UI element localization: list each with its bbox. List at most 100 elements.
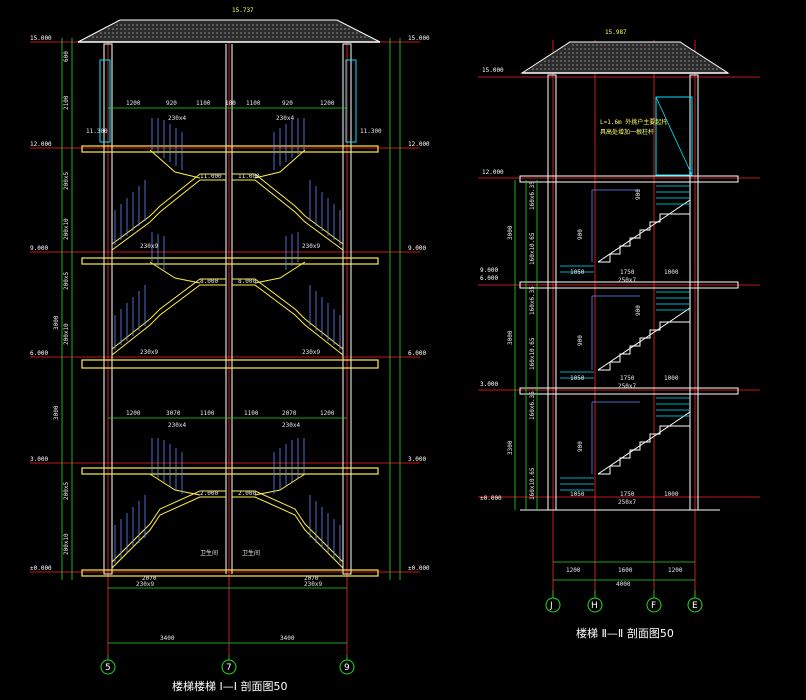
left-vertical-dim: 200x5 <box>63 482 70 500</box>
left-right-elev-3: 3.000 <box>408 456 426 463</box>
left-upper-dim: 1100 <box>196 100 211 107</box>
right-vertical-dim: 3300 <box>507 440 514 455</box>
left-elev-12: 12.000 <box>30 141 52 148</box>
stair-tread-label: 230x9 <box>140 349 158 356</box>
rail-height: 900 <box>577 229 584 240</box>
landing-elevation: 11.300 <box>360 128 382 135</box>
left-dimension-lines <box>61 38 401 660</box>
left-right-elev-15: 15.000 <box>408 35 430 42</box>
left-vertical-dim: 200x10 <box>63 323 70 345</box>
stair-tread-label: 230x9 <box>304 581 322 588</box>
right-flight-label: 250x7 <box>618 383 636 390</box>
left-bottom-dim: 2070 <box>304 575 319 582</box>
room-label: 卫生间 <box>200 549 218 557</box>
right-flight-label: 250x7 <box>618 499 636 506</box>
left-section-drawing <box>30 19 420 675</box>
right-bottom-dim: 1200 <box>566 567 581 574</box>
right-note-1: L=1.6m 外挑户主要起托 <box>600 118 667 126</box>
left-upper-dim: 920 <box>282 100 293 107</box>
landing-elevation: 2.000 <box>238 490 256 497</box>
left-elev-15: 15.000 <box>30 35 52 42</box>
stair-tread-label: 230x4 <box>168 422 186 429</box>
left-mid-dim: 2070 <box>282 410 297 417</box>
rail-height: 900 <box>635 305 642 316</box>
right-flight-label: 1050 <box>570 375 585 382</box>
left-upper-dim: 1100 <box>246 100 261 107</box>
stair-tread-label: 230x9 <box>140 243 158 250</box>
right-flight-label: 1750 <box>620 375 635 382</box>
right-flight-label: 1000 <box>664 269 679 276</box>
landing-elevation: 11.300 <box>86 128 108 135</box>
right-flight-label: 1750 <box>620 269 635 276</box>
left-level-lines <box>30 41 420 573</box>
axis-label-f: F <box>651 601 656 611</box>
right-vertical-sub: 160x6.35 <box>529 181 536 210</box>
right-flight-label: 1750 <box>620 491 635 498</box>
left-section-title: 楼梯楼梯 Ⅰ—Ⅰ 剖面图50 <box>172 679 287 693</box>
left-bottom-dim: 2070 <box>142 575 157 582</box>
landing-elevation: 2.000 <box>200 490 218 497</box>
rail-height: 900 <box>577 335 584 346</box>
left-elev-9: 9.000 <box>30 245 48 252</box>
right-elev-0: ±0.000 <box>480 495 502 502</box>
landing-elevation: 11.000 <box>238 173 260 180</box>
axis-label-9: 9 <box>344 663 350 673</box>
left-roof <box>77 19 381 43</box>
stair-tread-label: 230x4 <box>168 115 186 122</box>
left-vertical-dim: 200x5 <box>63 272 70 290</box>
right-vertical-dim: 3000 <box>507 225 514 240</box>
right-elev-6: 6.000 <box>480 275 498 282</box>
right-section-title: 楼梯 Ⅱ—Ⅱ 剖面图50 <box>576 626 674 640</box>
left-vertical-dim: 200x10 <box>63 218 70 240</box>
axis-label-j: J <box>549 601 553 611</box>
right-flight-label: 1050 <box>570 491 585 498</box>
landing-elevation: 11.000 <box>200 173 222 180</box>
stair-tread-label: 230x9 <box>302 349 320 356</box>
right-section-drawing <box>478 40 760 613</box>
landing-elevation: 8.000 <box>238 278 256 285</box>
left-upper-dim: 100 <box>225 100 236 107</box>
left-mid-dim: 1200 <box>320 410 335 417</box>
right-flight-label: 1000 <box>664 375 679 382</box>
right-note-2: 具高处增加一根柱杆 <box>600 128 654 136</box>
left-vertical-dim: 3000 <box>53 315 60 330</box>
right-bottom-dim: 1200 <box>668 567 683 574</box>
axis-label-e: E <box>692 601 698 611</box>
left-mid-dim: 1200 <box>126 410 141 417</box>
right-vertical-sub: 160x10.65 <box>529 337 536 370</box>
right-elev-9: 9.000 <box>480 267 498 274</box>
left-upper-dim: 920 <box>166 100 177 107</box>
left-mid-dim: 1100 <box>244 410 259 417</box>
axis-label-5: 5 <box>105 663 111 673</box>
axis-label-h: H <box>591 601 598 611</box>
right-vertical-sub: 160x6.35 <box>529 391 536 420</box>
axis-label-7: 7 <box>226 663 232 673</box>
stair-tread-label: 230x4 <box>276 115 294 122</box>
right-flight-label: 1000 <box>664 491 679 498</box>
left-vertical-dim: 200x5 <box>63 172 70 190</box>
left-upper-dim: 1200 <box>126 100 141 107</box>
left-right-elev-12: 12.000 <box>408 141 430 148</box>
right-flight-label: 1050 <box>570 269 585 276</box>
right-overall-dim: 4000 <box>616 581 631 588</box>
left-right-elev-6: 6.000 <box>408 350 426 357</box>
rail-height: 900 <box>635 189 642 200</box>
stair-tread-label: 230x9 <box>136 581 154 588</box>
right-vertical-sub: 160x10.65 <box>529 232 536 265</box>
right-dimension-lines <box>514 180 696 598</box>
left-mid-dim: 1100 <box>200 410 215 417</box>
right-level-lines <box>478 40 760 600</box>
left-elev-6: 6.000 <box>30 350 48 357</box>
rail-height: 900 <box>577 441 584 452</box>
left-vertical-dim: 3000 <box>53 405 60 420</box>
left-overall-dim: 3400 <box>280 635 295 642</box>
right-flight-label: 250x7 <box>618 277 636 284</box>
left-vertical-dim: 200x10 <box>63 533 70 555</box>
left-overall-dim: 3400 <box>160 635 175 642</box>
landing-elevation: 8.000 <box>200 278 218 285</box>
left-upper-dim: 1200 <box>320 100 335 107</box>
right-vertical-sub: 160x10.65 <box>529 467 536 500</box>
left-roof-elevation: 15.737 <box>232 7 254 14</box>
stair-tread-label: 230x9 <box>302 243 320 250</box>
right-elev-15: 15.000 <box>482 67 504 74</box>
